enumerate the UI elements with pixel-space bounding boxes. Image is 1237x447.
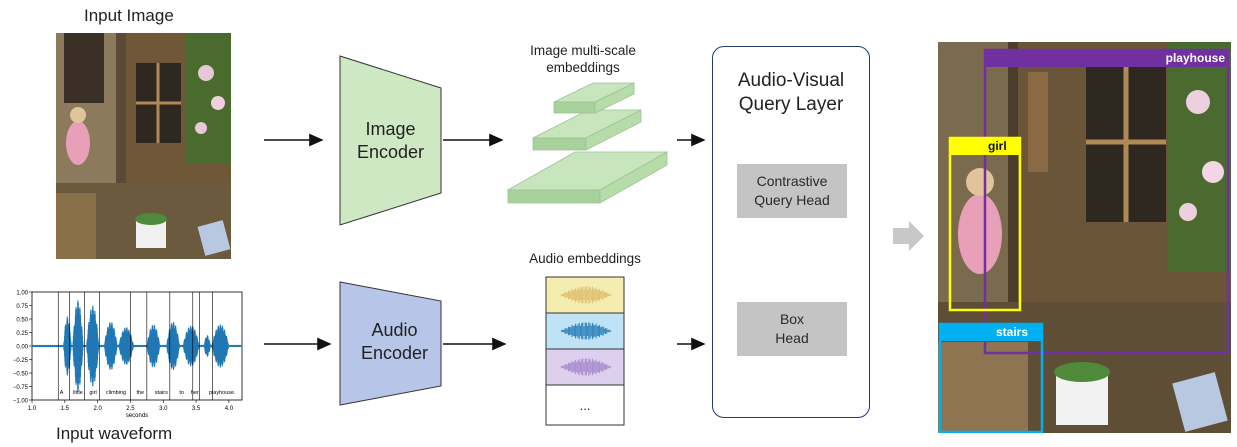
waveform-axes: 1.00 0.75 0.50 0.25 0.00 −0.25 −0.50 −0.75 −1.00… [13,291,243,419]
ytick-label: 0.50 [16,318,28,324]
xtick-label: 3.5 [192,406,201,412]
girl-label: girl [988,139,1007,153]
waveform-word: A [60,390,64,396]
box-head: Box Head [737,302,847,356]
output-image: playhouse girl stairs [938,42,1231,433]
waveform-word: little [73,390,83,396]
waveform-word: girl [89,390,96,396]
ytick-label: −0.50 [13,372,29,378]
waveform-word: stairs [155,390,168,396]
audio-embedding-wave [560,322,613,340]
image-encoder-label-2: Encoder [356,142,425,162]
waveform-word: playhouse. [209,390,236,396]
waveform-signal [31,300,243,392]
multi-scale-embeddings [506,82,669,204]
audio-encoder-label-2: Encoder [360,343,429,363]
contrastive-query-head: Contrastive Query Head [737,164,847,218]
xtick-label: 4.0 [225,406,234,412]
ytick-label: 0.75 [16,304,28,310]
multi-scale-title: Image multi-scale embeddings [530,43,636,75]
ytick-label: 1.00 [16,291,28,297]
xtick-label: 1.0 [28,406,37,412]
query-layer-title: Audio-Visual Query Layer [737,70,845,115]
waveform-word: the [136,390,144,396]
image-encoder-label-1: Image [365,119,416,139]
audio-embeddings-stack [545,276,625,426]
ytick-label: −0.25 [13,358,29,364]
waveform-word: to [179,390,184,396]
xtick-label: 2.0 [93,406,102,412]
waveform-word: climbing [106,390,126,396]
output-photo [938,42,1231,433]
image-encoder-shape [339,55,442,226]
audio-encoder-shape [339,281,442,406]
image-encoder: Image Encoder [340,118,441,164]
stairs-label: stairs [996,325,1029,339]
audio-embedding-wave [560,286,613,304]
audio-encoder-label-1: Audio [371,320,418,340]
waveform-word: her [191,390,199,396]
audio-encoder: Audio Encoder [344,319,445,365]
input-image [56,33,231,259]
ytick-label: 0.25 [16,331,28,337]
audio-embeddings-title: Audio embeddings [529,251,641,266]
xtick-label: 1.5 [61,406,70,412]
audio-visual-query-layer: Audio-Visual Query Layer Contrastive Que… [712,46,870,418]
audio-embedding-wave [560,358,613,376]
audio-embeddings-ellipsis: ... [579,398,591,413]
waveform-plot: 1.00 0.75 0.50 0.25 0.00 −0.25 −0.50 −0.75 −1.00… [13,291,243,419]
xtick-label: 3.0 [159,406,168,412]
ytick-label: −1.00 [13,399,29,405]
playhouse-label: playhouse [1165,51,1225,65]
input-image-title: Input Image [84,6,174,25]
waveform-xlabel: seconds [126,413,148,419]
output-arrow [893,221,924,251]
ytick-label: 0.00 [16,345,28,351]
ytick-label: −0.75 [13,385,29,391]
xtick-label: 2.5 [126,406,135,412]
input-waveform-title: Input waveform [56,424,173,443]
